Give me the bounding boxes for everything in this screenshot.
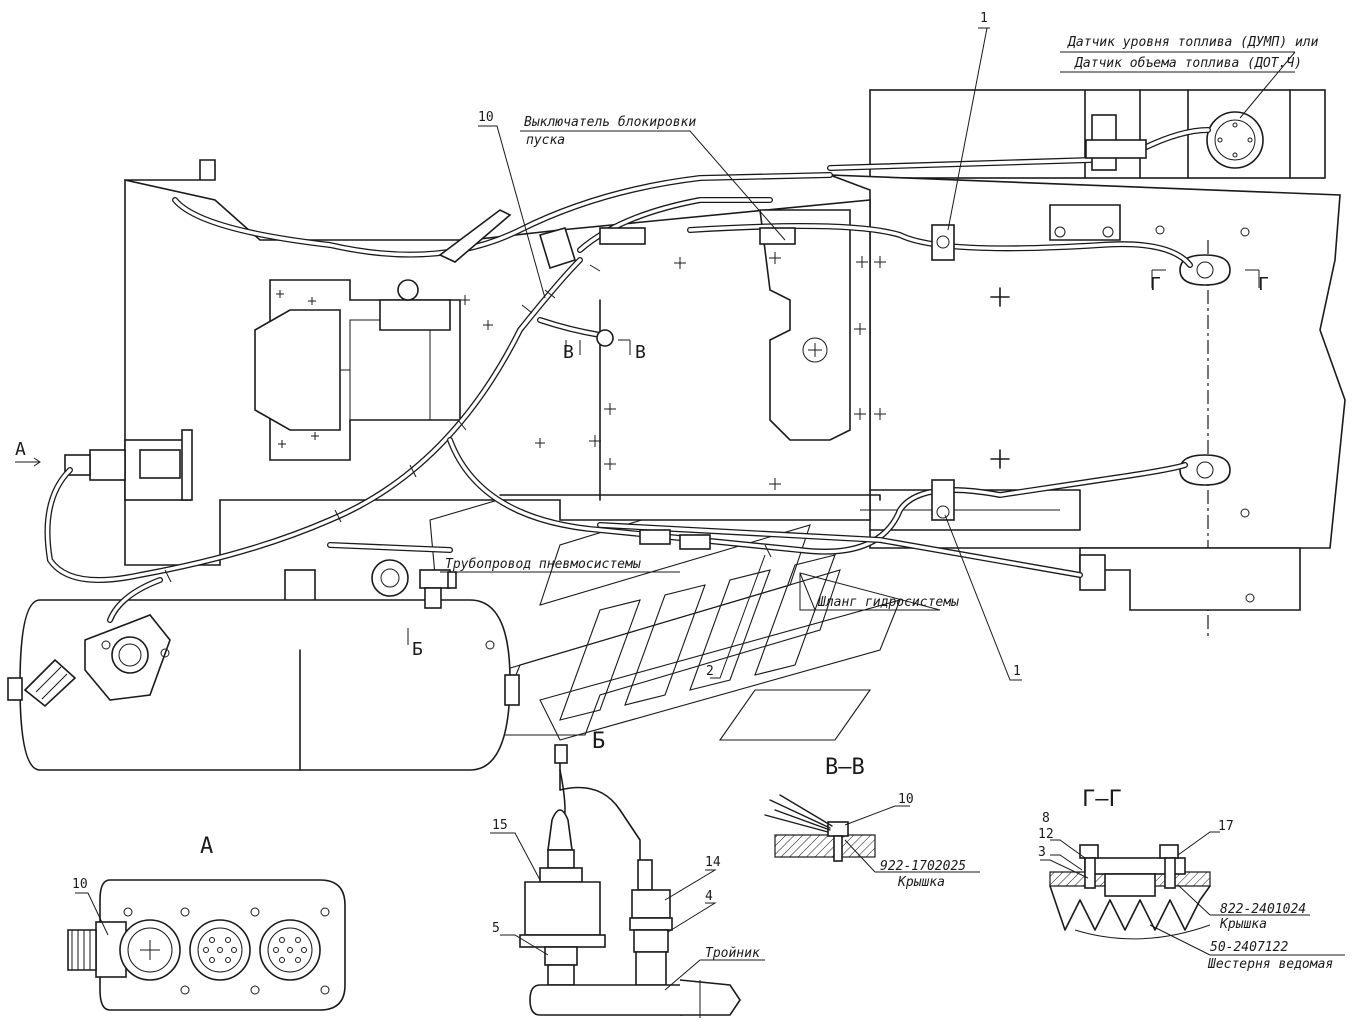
position-4: 4	[705, 889, 713, 904]
view-g-title: Г–Г	[1082, 787, 1122, 812]
position-1-bottom: 1	[1013, 664, 1021, 679]
cover-gg-name: Крышка	[1219, 917, 1267, 932]
section-g-left: Г	[1150, 274, 1161, 295]
start-switch-label-1: Выключатель блокировки	[524, 115, 696, 130]
section-v-right: В	[635, 342, 646, 363]
wire-harness	[44, 114, 1211, 623]
chassis-frame	[829, 89, 1346, 640]
pneumo-pipe-label: Трубопровод пневмосистемы	[445, 557, 641, 572]
view-a-title: А	[200, 834, 213, 859]
position-8: 8	[1042, 811, 1050, 826]
section-g-right: Г	[1258, 274, 1269, 295]
position-12: 12	[1038, 827, 1054, 842]
position-3: 3	[1038, 845, 1046, 860]
hydro-hose-label: Шланг гидросистемы	[817, 595, 959, 610]
view-a-connector	[67, 879, 346, 1011]
view-arrow-a: А	[15, 439, 26, 460]
position-10-main: 10	[478, 110, 494, 125]
gear-part-number: 50-2407122	[1210, 940, 1288, 955]
cover-vv-name: Крышка	[897, 875, 945, 890]
position-10-view-a: 10	[72, 877, 88, 892]
view-b-title: Б	[592, 729, 605, 754]
start-switch-label-2: пуска	[526, 133, 565, 148]
section-g-g	[1040, 831, 1345, 956]
air-receiver-tank	[7, 599, 520, 771]
gear-name: Шестерня ведомая	[1207, 957, 1333, 972]
cover-gg-part-number: 822-2401024	[1220, 902, 1306, 917]
fuel-sensor-label-1: Датчик уровня топлива (ДУМП) или	[1067, 35, 1319, 50]
section-v-left: В	[563, 342, 574, 363]
position-15: 15	[492, 818, 508, 833]
cover-vv-part-number: 922-1702025	[880, 859, 966, 874]
position-5: 5	[492, 921, 500, 936]
section-v-v	[764, 794, 980, 873]
position-10-view-v: 10	[898, 792, 914, 807]
position-17: 17	[1218, 819, 1234, 834]
gearbox-housing	[124, 159, 1081, 651]
view-v-title: В–В	[825, 755, 865, 780]
leader-lines	[15, 27, 1296, 681]
connector-block-main	[64, 429, 193, 501]
position-14: 14	[705, 855, 721, 870]
tee-label: Тройник	[705, 946, 760, 961]
fuel-sensor-label-2: Датчик объема топлива (ДОТ.Ч)	[1074, 56, 1302, 71]
position-1-top: 1	[980, 11, 988, 26]
view-b-sensor-assembly	[490, 744, 765, 1018]
view-arrow-b: Б	[412, 639, 423, 660]
position-2: 2	[706, 664, 714, 679]
